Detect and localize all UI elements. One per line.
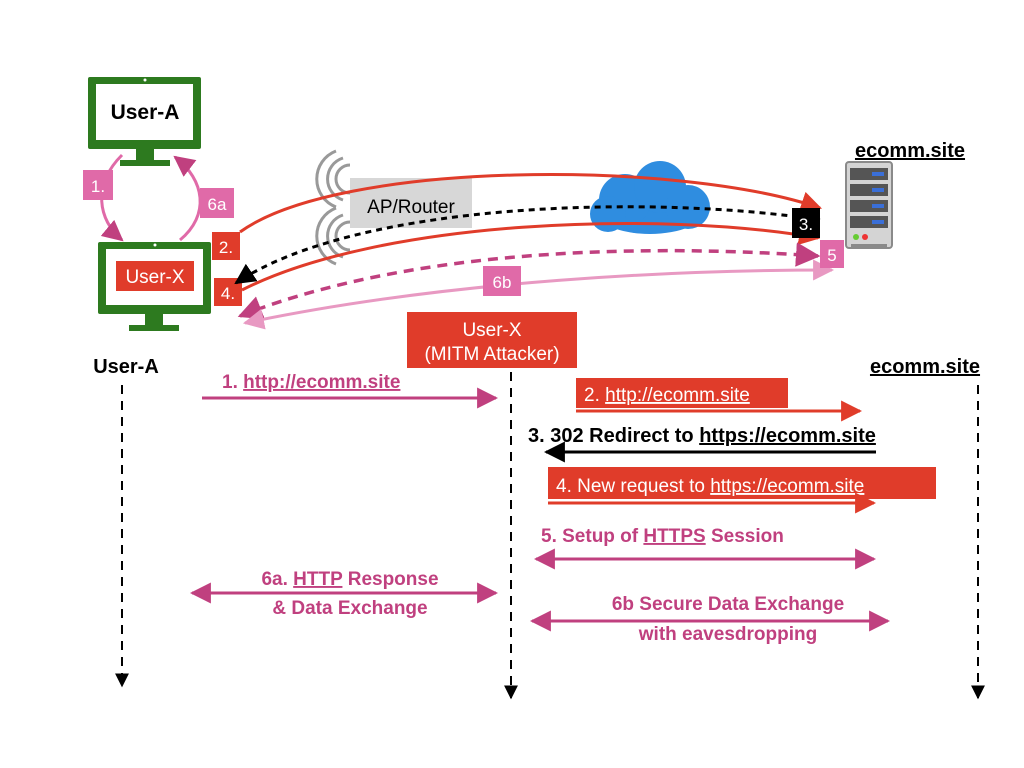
tag-step-6b: 6b	[483, 266, 521, 296]
user-x-monitor-icon: User-X	[98, 242, 211, 331]
msg-6b-label-line2: with eavesdropping	[638, 624, 817, 645]
curve-step-6b	[242, 259, 835, 330]
msg-4-label: 4. New request to https://ecomm.site	[556, 476, 864, 497]
attacker-header: User-X (MITM Attacker)	[407, 312, 577, 368]
arrow-step-6a	[173, 155, 202, 242]
attacker-label-line2: (MITM Attacker)	[424, 344, 559, 365]
tag-step-2-text: 2.	[219, 238, 233, 257]
router-label: AP/Router	[367, 197, 455, 218]
user-a-box-label: User-A	[111, 101, 180, 124]
tag-step-6b-text: 6b	[493, 273, 512, 292]
tag-step-1-text: 1.	[91, 177, 105, 196]
tag-step-4-text: 4.	[221, 284, 235, 303]
server-label: ecomm.site	[855, 140, 965, 162]
msg-2-label: 2. http://ecomm.site	[584, 385, 750, 406]
msg-1-label: 1. http://ecomm.site	[222, 372, 400, 393]
tag-step-3: 3.	[792, 208, 820, 238]
msg-2-box	[576, 378, 788, 408]
curve-step-2	[239, 173, 822, 234]
tag-step-5-text: 5	[827, 246, 836, 265]
msg-6b-label-line1: 6b Secure Data Exchange	[612, 594, 844, 615]
msg-6a-label-line1: 6a. HTTP Response	[261, 569, 438, 590]
arrow-step-1	[100, 153, 124, 242]
tag-step-1: 1.	[83, 170, 113, 200]
user-a-monitor-icon: User-A	[88, 77, 201, 166]
msg-5-label: 5. Setup of HTTPS Session	[541, 526, 784, 547]
tag-step-3-text: 3.	[799, 215, 813, 234]
attacker-label-line1: User-X	[462, 320, 521, 341]
right-actor-label: ecomm.site	[870, 356, 980, 378]
curve-step-5	[237, 242, 821, 320]
msg-3-label: 3. 302 Redirect to https://ecomm.site	[528, 425, 876, 447]
user-x-box-label: User-X	[125, 267, 184, 288]
left-actor-label: User-A	[93, 356, 159, 378]
tag-step-6a: 6a	[200, 188, 234, 218]
tag-step-5: 5	[820, 240, 844, 268]
tag-step-2: 2.	[212, 232, 240, 260]
msg-6a-label-line2: & Data Exchange	[272, 598, 427, 619]
router-box: AP/Router	[350, 178, 472, 228]
server-icon	[845, 161, 893, 249]
tag-step-6a-text: 6a	[208, 195, 227, 214]
